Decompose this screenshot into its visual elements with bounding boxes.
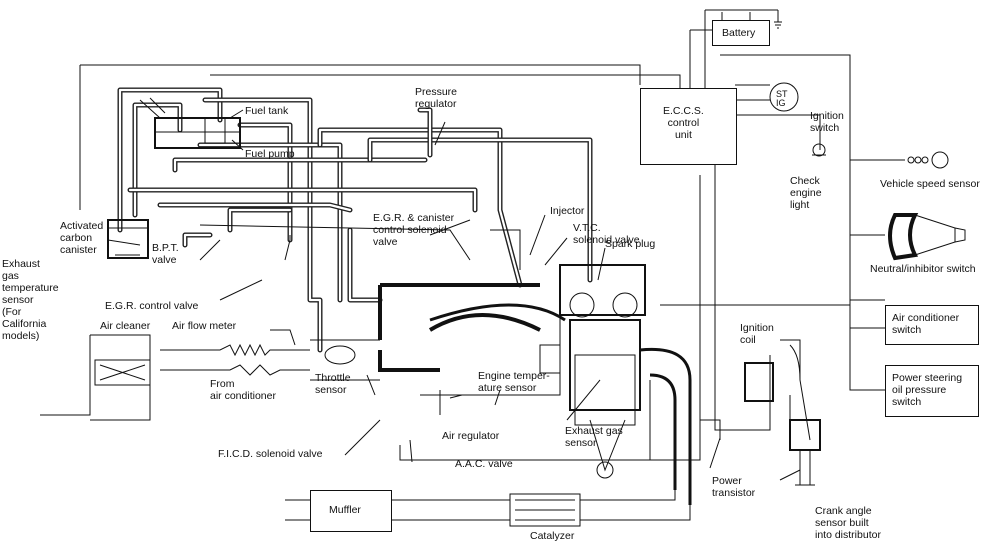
canister-symbol — [107, 219, 149, 259]
vehicle-speed-sensor-symbol — [880, 151, 949, 169]
bpt-valve-label: B.P.T. valve — [152, 242, 179, 266]
engine-block-symbol — [429, 264, 692, 505]
fuel-pump-label: Fuel pump — [245, 148, 295, 160]
ignition-coil-label: Ignition coil — [740, 322, 774, 346]
muffler-label: Muffler — [329, 504, 361, 516]
battery-label: Battery — [722, 27, 756, 39]
exhaust-gas-sensor-label: Exhaust gas sensor — [565, 425, 623, 449]
throttle-sensor-label: Throttle sensor — [315, 372, 351, 396]
pressure-regulator-label: Pressure regulator — [415, 86, 458, 110]
air-cleaner-label: Air cleaner — [100, 320, 151, 332]
eccs-control-lines — [79, 54, 890, 391]
muffler-box: Muffler — [310, 490, 392, 532]
eccs-control-unit-box: E.C.C.S. control unit — [640, 88, 737, 165]
fuel-tank-label: Fuel tank — [245, 105, 289, 117]
activated-carbon-canister-label: Activated carbon canister — [60, 220, 104, 256]
sensor-lines — [199, 155, 850, 461]
power-steering-switch-box: Power steering oil pressure switch — [885, 365, 979, 417]
battery-wiring — [689, 9, 782, 88]
ficd-solenoid-valve-label: F.I.C.D. solenoid valve — [218, 448, 323, 460]
fuel-tank-symbol — [139, 97, 241, 149]
exhaust-system — [285, 490, 691, 527]
vtc-solenoid-valve-label: V.T.C. solenoid valve — [573, 222, 640, 246]
neutral-switch-symbol — [888, 213, 966, 261]
exhaust-gas-temperature-sensor-label: Exhaust gas temperature sensor (For Cali… — [2, 258, 59, 342]
air-regulator-label: Air regulator — [442, 430, 500, 442]
egr-canister-valve-label: E.G.R. & canister control solenoid valve — [373, 212, 455, 248]
ignition-switch-label: Ignition switch — [810, 110, 844, 134]
air-conditioner-switch-box: Air conditioner switch — [885, 305, 979, 345]
leader-lines — [107, 109, 801, 481]
air-flow-meter-label: Air flow meter — [172, 320, 237, 332]
eccs-label: E.C.C.S. control unit — [663, 105, 704, 141]
power-transistor-label: Power transistor — [712, 475, 756, 499]
egr-control-valve-label: E.G.R. control valve — [105, 300, 199, 312]
ignition-switch-symbol — [769, 82, 826, 157]
power-steering-label: Power steering oil pressure switch — [892, 372, 963, 408]
st-label: ST — [776, 89, 788, 99]
injector-label: Injector — [550, 205, 585, 217]
battery-box: Battery — [712, 20, 770, 46]
air-conditioner-switch-label: Air conditioner switch — [892, 312, 960, 336]
crank-angle-sensor-label: Crank angle sensor built into distributo… — [815, 505, 881, 541]
ignition-coil-symbol — [744, 344, 821, 486]
from-air-conditioner-label: From air conditioner — [210, 378, 276, 402]
engine-temperature-sensor-label: Engine temper- ature sensor — [478, 370, 550, 394]
ig-label: IG — [776, 98, 786, 108]
vehicle-speed-sensor-label: Vehicle speed sensor — [880, 178, 980, 190]
check-engine-light-label: Check engine light — [790, 175, 822, 211]
intake-system — [40, 283, 541, 421]
aac-valve-label: A.A.C. valve — [455, 458, 513, 470]
neutral-inhibitor-switch-label: Neutral/inhibitor switch — [870, 263, 976, 275]
spark-plug-label: Spark plug — [605, 238, 656, 250]
catalyzer-label: Catalyzer — [530, 530, 575, 542]
